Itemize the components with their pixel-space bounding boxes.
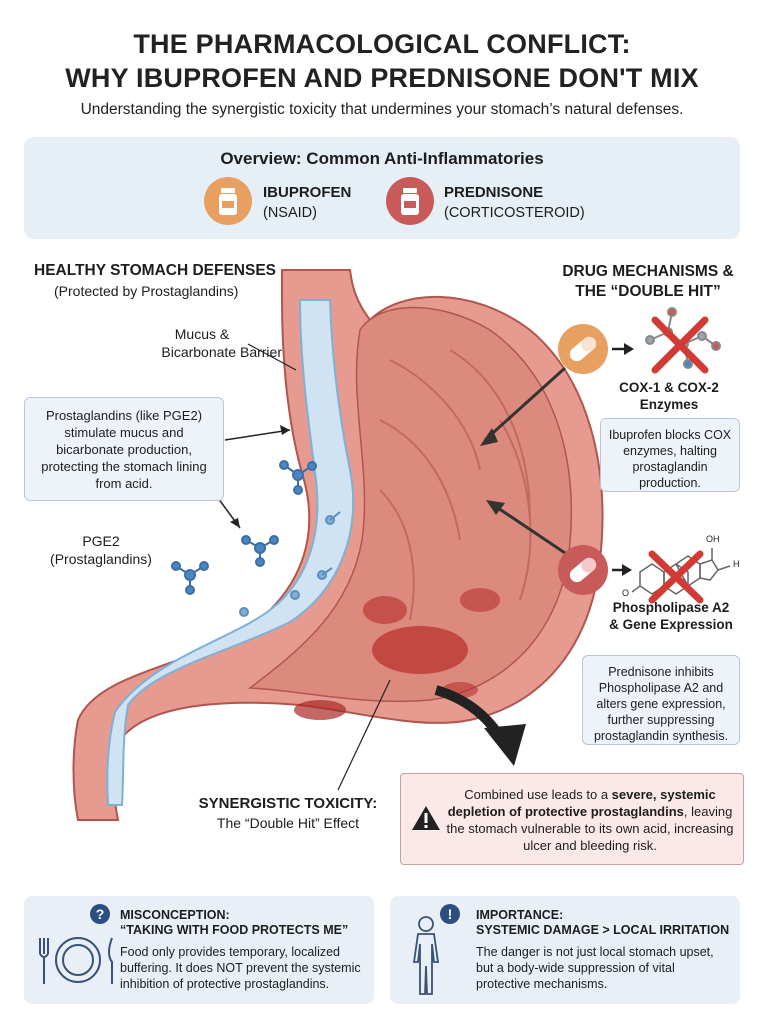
mucus-barrier-layer <box>106 299 355 806</box>
plate-fork-knife-icon <box>39 937 113 984</box>
drug-mechanisms-heading-line-2: THE “DOUBLE HIT” <box>575 283 721 300</box>
chem-label-oh: OH <box>706 534 720 544</box>
page-title-line-1: THE PHARMACOLOGICAL CONFLICT: <box>133 29 631 59</box>
misconception-text: Food only provides temporary, localized … <box>120 945 361 991</box>
cox-label-line-1: COX-1 & COX-2 <box>619 380 719 395</box>
warning-icon <box>412 806 440 830</box>
pge2-molecule <box>239 511 341 617</box>
drug-mechanisms-heading: DRUG MECHANISMS & THE “DOUBLE HIT” <box>548 262 748 302</box>
prednisone-pill-bottle-icon <box>386 177 434 225</box>
toxicity-heading: SYNERGISTIC TOXICITY: <box>198 795 378 812</box>
ibuprofen-action-arrow <box>483 366 567 442</box>
prednisone-class: (CORTICOSTEROID) <box>444 205 585 221</box>
toxicity-warning-box: Combined use leads to a severe, systemic… <box>400 773 744 865</box>
arrow-head <box>622 564 632 576</box>
page-subtitle: Understanding the synergistic toxicity t… <box>80 101 684 118</box>
cox-enzyme-icon <box>645 307 721 374</box>
prednisone-name: PREDNISONE <box>444 184 544 201</box>
drug-mechanisms-heading-line-1: DRUG MECHANISMS & <box>562 263 734 280</box>
rugae-fold <box>379 489 415 621</box>
ibuprofen-class: (NSAID) <box>263 205 317 221</box>
prednisone-action-arrow <box>491 502 569 557</box>
ulcer-lesion <box>363 596 407 624</box>
cox-label-line-2: Enzymes <box>639 397 699 412</box>
healthy-defenses-subheading: (Protected by Prostaglandins) <box>54 283 239 299</box>
warning-text-bold: severe, systemic depletion of protective… <box>447 787 716 819</box>
page-title-line-2: WHY IBUPROFEN AND PREDNISONE DON'T MIX <box>65 63 699 93</box>
pge2-label: PGE2 (Prostaglandins) <box>26 532 176 568</box>
rugae-fold <box>449 349 531 521</box>
importance-heading-2: SYSTEMIC DAMAGE > LOCAL IRRITATION <box>476 923 730 937</box>
cox-info-box: Ibuprofen blocks COX enzymes, halting pr… <box>600 418 740 492</box>
ibuprofen-name: IBUPROFEN <box>263 184 352 201</box>
misconception-heading-1: MISCONCEPTION: <box>120 908 230 922</box>
pla2-info-box: Prednisone inhibits Phospholipase A2 and… <box>582 655 740 745</box>
cox-label: COX-1 & COX-2 Enzymes <box>604 379 734 413</box>
overview-panel: Overview: Common Anti-Inflammatories IBU… <box>24 137 740 239</box>
rugae-fold <box>379 419 461 541</box>
warning-text: Combined use leads to a severe, systemic… <box>445 786 735 854</box>
misconception-card: ? MISCONCEPTION: “TAKING WITH FOOD PROTE… <box>24 896 374 1004</box>
healthy-defenses-heading: HEALTHY STOMACH DEFENSES <box>34 262 276 279</box>
ulcer-lesion <box>460 588 500 612</box>
exclamation-icon: ! <box>440 904 460 924</box>
mucus-label: Mucus & Bicarbonate Barrier <box>122 325 282 361</box>
arrow-head <box>486 500 505 515</box>
pge2-label-line-2: (Prostaglandins) <box>50 551 152 567</box>
rugae-fold <box>499 419 532 601</box>
arrow-head <box>624 343 634 355</box>
arrow-head <box>280 425 290 435</box>
pge2-molecule <box>241 535 279 567</box>
toxicity-subheading: The “Double Hit” Effect <box>216 815 360 831</box>
overview-heading: Overview: Common Anti-Inflammatories <box>220 149 544 168</box>
arrow-head <box>484 724 526 766</box>
pla2-label-line-2: & Gene Expression <box>609 617 733 632</box>
arrow-head <box>480 428 498 446</box>
misconception-heading-2: “TAKING WITH FOOD PROTECTS ME” <box>120 923 349 937</box>
importance-card: ! IMPORTANCE: SYSTEMIC DAMAGE > LOCAL IR… <box>390 896 740 1004</box>
pge2-molecule <box>279 460 317 495</box>
warning-text-pre: Combined use leads to a <box>464 787 612 802</box>
toxicity-pointer-line <box>337 679 391 791</box>
pla2-label: Phospholipase A2 & Gene Expression <box>596 599 746 633</box>
pge2-molecule <box>171 561 209 595</box>
question-icon: ? <box>90 904 110 924</box>
prostaglandin-info-box: Prostaglandins (like PGE2) stimulate muc… <box>24 397 224 501</box>
toxicity-label: SYNERGISTIC TOXICITY: The “Double Hit” E… <box>192 795 384 831</box>
human-body-icon <box>412 916 440 995</box>
pla2-label-line-1: Phospholipase A2 <box>612 600 730 615</box>
inhibition-x-icon <box>648 550 704 604</box>
ulcer-lesion <box>294 700 346 720</box>
ulcer-lesion <box>372 626 468 674</box>
mucus-label-line-2: Bicarbonate Barrier <box>161 344 282 360</box>
arrow-head <box>230 518 240 528</box>
ibuprofen-pill-bottle-icon <box>204 177 252 225</box>
warning-text-post: , leaving the stomach vulnerable to its … <box>446 804 734 853</box>
importance-heading-1: IMPORTANCE: <box>476 908 564 922</box>
chem-label-o: O <box>622 588 630 598</box>
mucus-label-line-1: Mucus & <box>174 326 230 342</box>
pge2-label-line-1: PGE2 <box>82 533 120 549</box>
chem-label-h: H <box>733 559 740 569</box>
mucus-pointer-line <box>247 343 297 371</box>
rugae-fold <box>389 359 481 471</box>
importance-text: The danger is not just local stomach ups… <box>476 945 714 991</box>
prostaglandin-arrow <box>224 429 291 441</box>
